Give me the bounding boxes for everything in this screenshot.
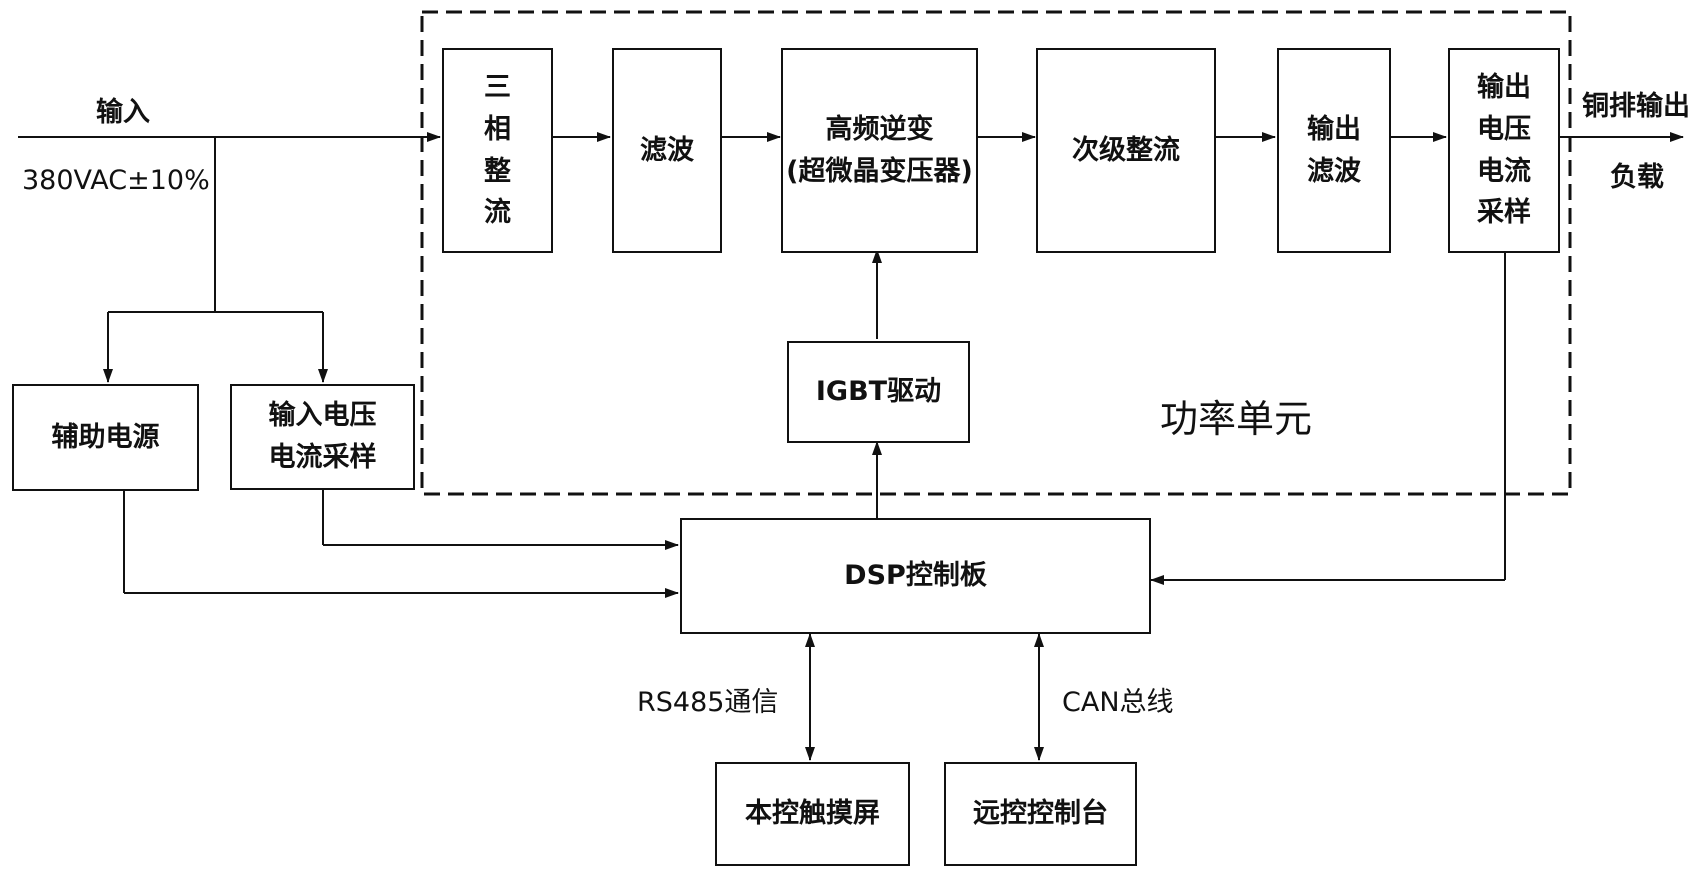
- output-sampling-block: 输出 电压 电流 采样: [1448, 48, 1560, 253]
- output-filter-block: 输出 滤波: [1277, 48, 1391, 253]
- remote-console-block: 远控控制台: [944, 762, 1137, 866]
- input-label: 输入: [96, 97, 150, 128]
- igbt-driver-block: IGBT驱动: [787, 341, 970, 443]
- input-sampling-block: 输入电压 电流采样: [230, 384, 415, 490]
- touchscreen-block: 本控触摸屏: [715, 762, 910, 866]
- secondary-rectifier-block: 次级整流: [1036, 48, 1216, 253]
- filter-block: 滤波: [612, 48, 722, 253]
- aux-power-block: 辅助电源: [12, 384, 199, 491]
- three-phase-rectifier-block: 三 相 整 流: [442, 48, 553, 253]
- rs485-label: RS485通信: [637, 687, 779, 718]
- can-label: CAN总线: [1062, 687, 1174, 718]
- hf-inverter-block: 高频逆变 (超微晶变压器): [781, 48, 978, 253]
- dsp-control-board: DSP控制板: [680, 518, 1151, 634]
- power-unit-label: 功率单元: [1160, 397, 1313, 441]
- input-voltage-label: 380VAC±10%: [22, 165, 210, 196]
- power-unit-boundary: [420, 10, 1572, 496]
- load-label: 负载: [1610, 162, 1664, 193]
- output-label: 铜排输出: [1582, 91, 1690, 122]
